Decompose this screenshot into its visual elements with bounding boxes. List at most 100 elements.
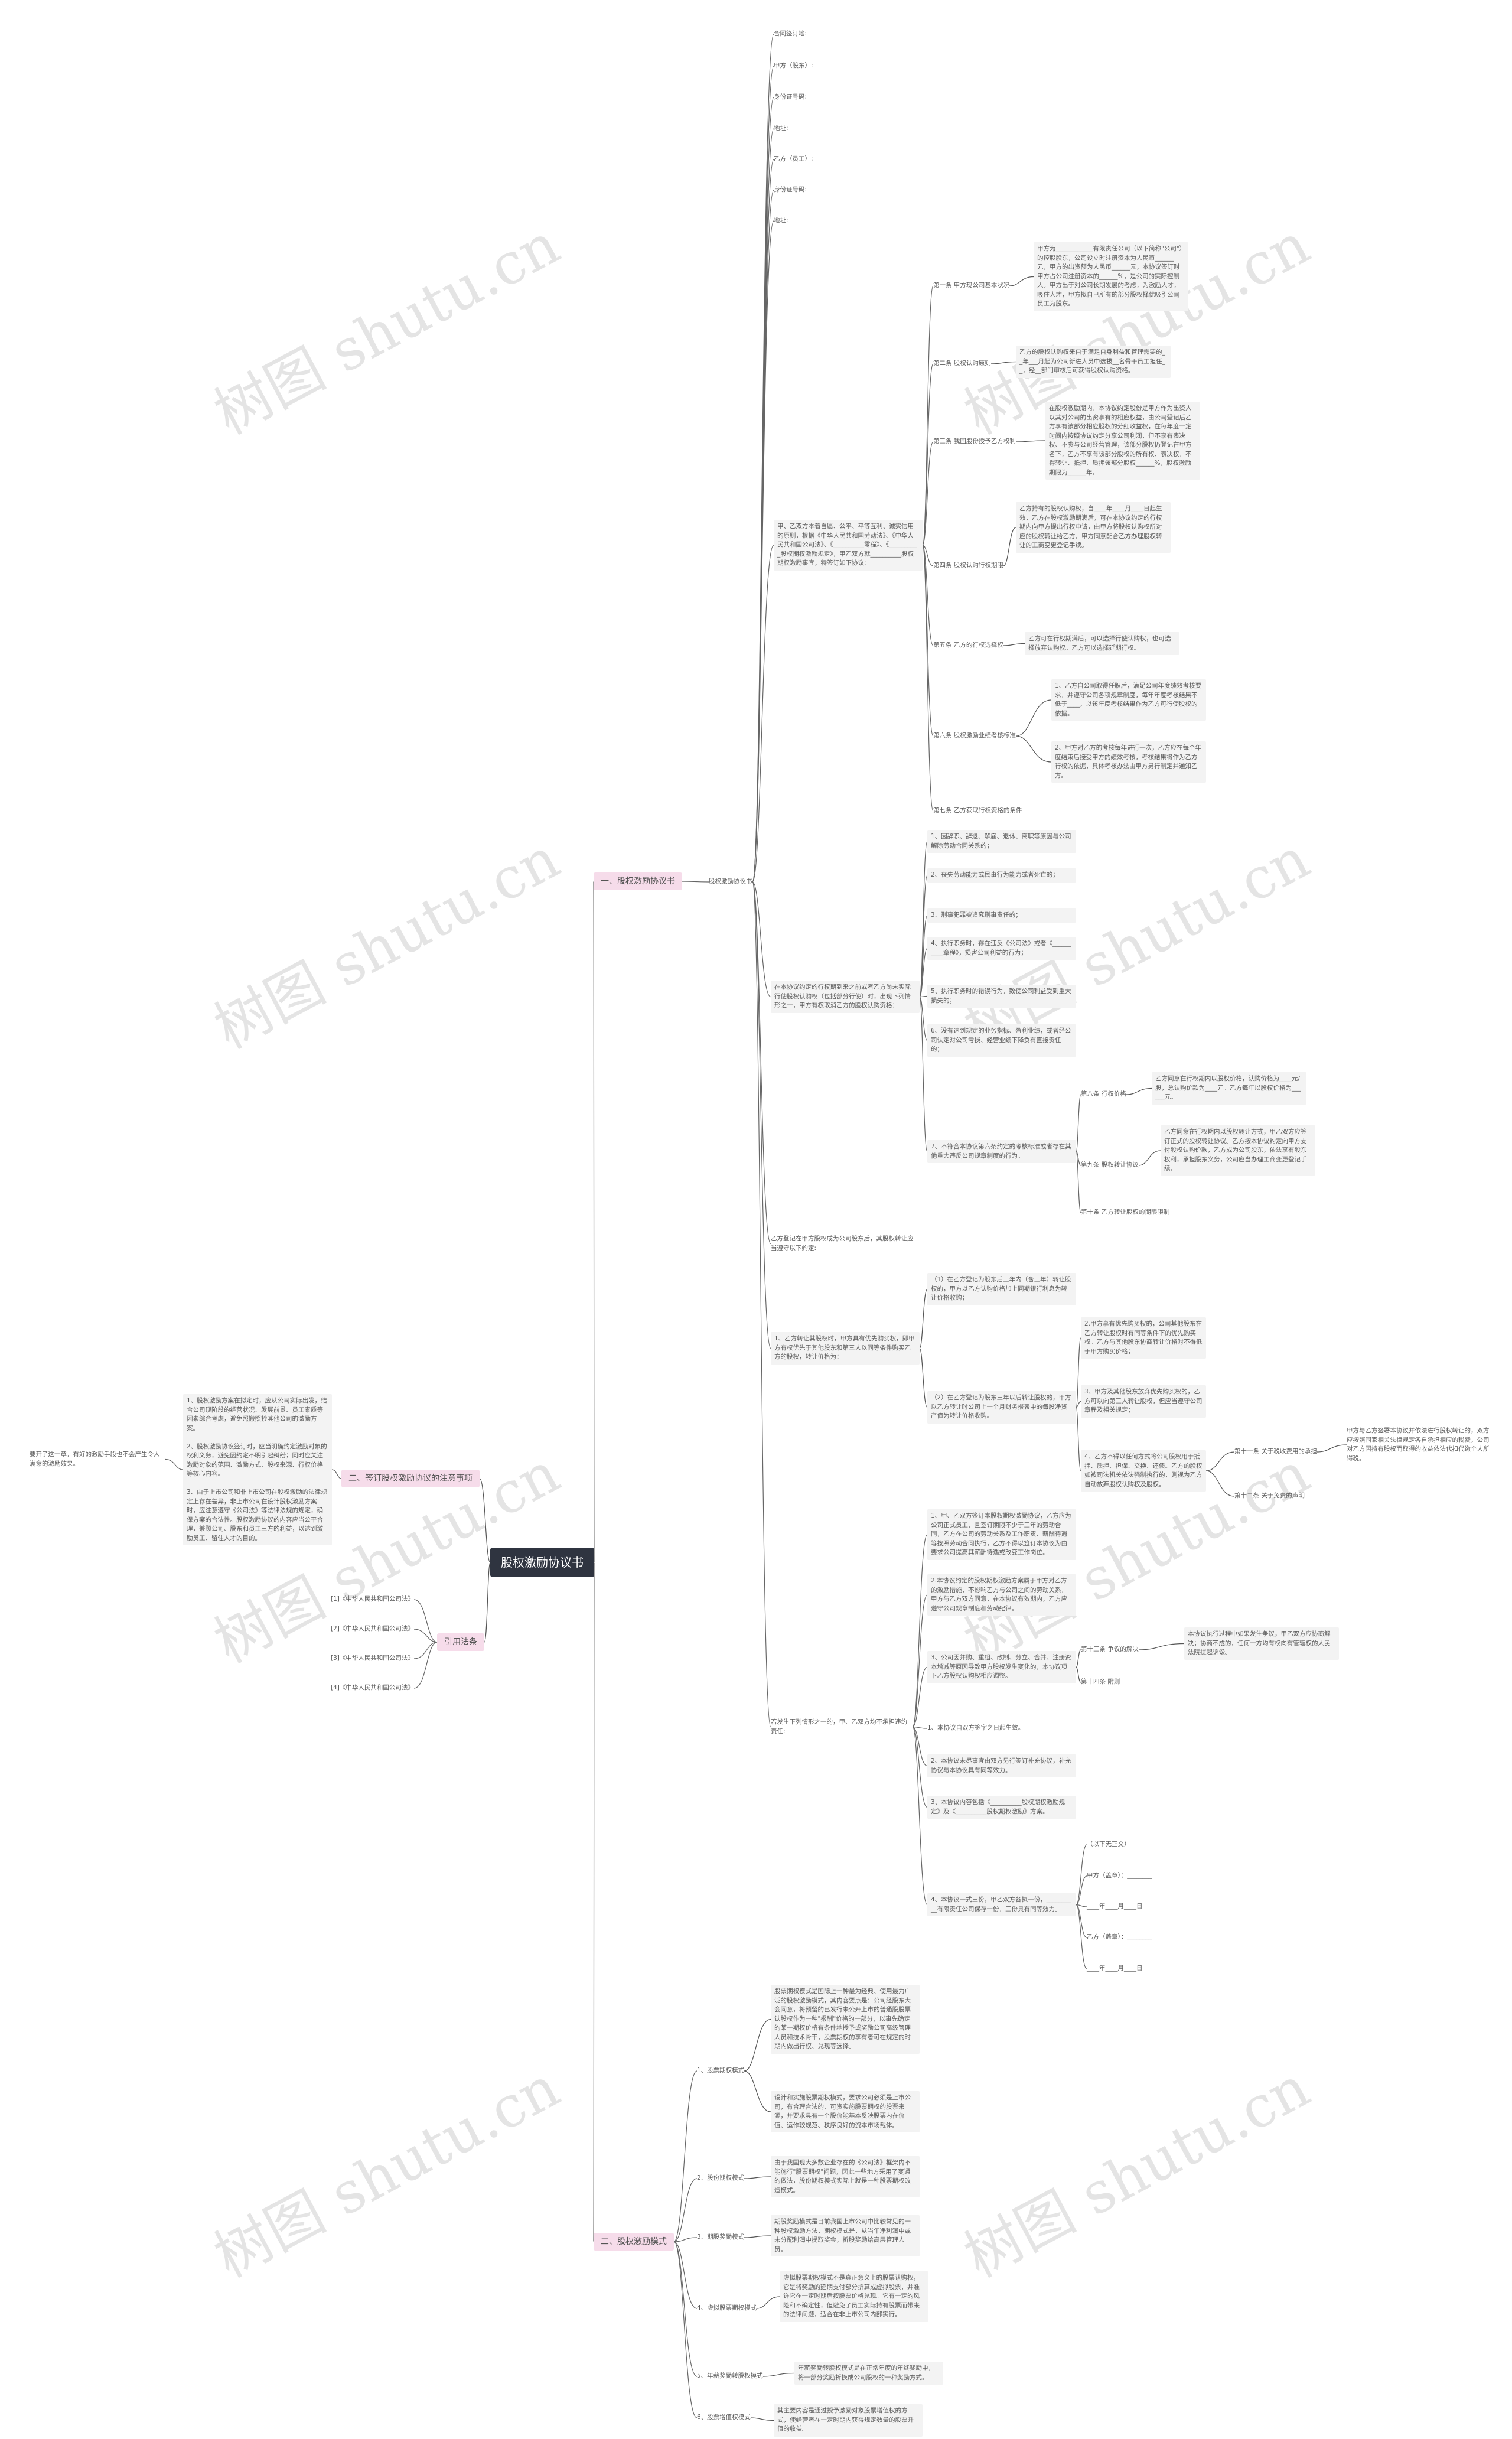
connector-line bbox=[1076, 1904, 1087, 1907]
article-item: 1、乙方自公司取得任职后，满足公司年度绩效考核要求，并遵守公司各项规章制度，每年… bbox=[1051, 679, 1206, 721]
connector-line bbox=[1138, 1150, 1161, 1166]
connector-line bbox=[413, 1599, 438, 1643]
connector-line bbox=[1205, 1451, 1235, 1471]
connector-line bbox=[1076, 1649, 1081, 1668]
connector-line bbox=[673, 2241, 698, 2418]
connector-line bbox=[919, 1288, 928, 1349]
conditions-intro: 在本协议约定的行权期到来之前或者乙方尚未实际行使股权认购权（包括部分行使）时，出… bbox=[771, 981, 920, 1013]
condition-item: 5、执行职务时的错误行为，致使公司利益受到重大损失的； bbox=[927, 985, 1076, 1008]
article-item: 2、甲方对乙方的考核每年进行一次，乙方应在每个年度结束后接受甲方的绩效考核，考核… bbox=[1051, 741, 1206, 783]
mode-text: 年薪奖励转股权模式是在正常年度的年终奖励中，将一部分奖励折换成公司股权的一种奖励… bbox=[794, 2362, 943, 2385]
connector-line bbox=[1317, 1444, 1347, 1453]
mode-title[interactable]: 6、股票增值权模式 bbox=[697, 2414, 751, 2421]
connector-line bbox=[762, 2372, 795, 2377]
connector-line bbox=[752, 881, 771, 1728]
article-title[interactable]: 第十条 乙方转让股权的期限限制 bbox=[1081, 1209, 1170, 1216]
connector-line bbox=[1138, 1643, 1185, 1650]
connector-line bbox=[1076, 1337, 1081, 1408]
connector-line bbox=[1003, 643, 1025, 646]
connector-line bbox=[1076, 1904, 1087, 1969]
connector-line bbox=[912, 1726, 928, 1906]
connector-line bbox=[912, 1666, 928, 1728]
connector-line bbox=[1076, 1904, 1087, 1938]
article-title[interactable]: 第四条 股权认购行权期限 bbox=[933, 562, 1003, 569]
article-title[interactable]: 第二条 股权认购原则 bbox=[933, 360, 991, 367]
mode-text: 由于我国现大多数企业存在的《公司法》框架内不能施行"股票期权"问题，因此一些地方… bbox=[771, 2156, 920, 2197]
connector-line bbox=[922, 285, 934, 546]
dispute-item: 3、本协议内容包括《__________股权期权激励规定》及《_________… bbox=[927, 1796, 1076, 1819]
article-title[interactable]: 第六条 股权激励业绩考核标准 bbox=[933, 732, 1016, 739]
agreement-node[interactable]: 股权激励协议书 bbox=[709, 878, 752, 885]
connector-line bbox=[922, 545, 934, 646]
dispute-item: 2.本协议约定的股权期权激励方案属于甲方对乙方的激励措施，不影响乙方与公司之间的… bbox=[927, 1574, 1076, 1616]
connector-line bbox=[1076, 1401, 1081, 1408]
connector-line bbox=[682, 881, 709, 883]
article-text: 甲方为____________有限责任公司（以下简称"公司"）的控股股东，公司设… bbox=[1034, 242, 1188, 311]
connector-line bbox=[919, 996, 928, 1041]
transfer-sub-item: 3、甲方及其他股东放弃优先购买权的，乙方可以向第三人转让股权，但应当遵守公司章程… bbox=[1081, 1385, 1206, 1418]
article-text: 本协议执行过程中如果发生争议，甲乙双方应协商解决；协商不成的，任何一方均有权向有… bbox=[1184, 1627, 1339, 1660]
connector-line bbox=[413, 1642, 438, 1689]
mode-text: 其主要内容是通过授予激励对象股票增值权的方式，使经营者在一定时期内获得规定数量的… bbox=[774, 2404, 923, 2437]
article-title[interactable]: 第九条 股权转让协议 bbox=[1081, 1161, 1139, 1168]
connector-line bbox=[912, 1726, 928, 1808]
connector-line bbox=[413, 1629, 438, 1643]
connector-line bbox=[413, 1642, 438, 1659]
header-field: 地址: bbox=[774, 125, 788, 132]
condition-item: 4、执行职务时，存在违反《公司法》或者《__________章程》，损害公司利益… bbox=[927, 937, 1076, 960]
section-notices[interactable]: 二、签订股权激励协议的注意事项 bbox=[341, 1470, 480, 1487]
header-field: 甲方（股东）: bbox=[774, 62, 813, 69]
article-title[interactable]: 第三条 我国股份授予乙方权利 bbox=[933, 438, 1016, 445]
article-title[interactable]: 第十一条 关于税收费用的承担 bbox=[1234, 1448, 1317, 1455]
mode-text: 设计和实施股票期权模式，要求公司必须是上市公司，有合理合法的、可资实施股票期权的… bbox=[771, 2091, 920, 2132]
header-field: 乙方（员工）: bbox=[774, 155, 813, 162]
article-text: 乙方同意在行权期内以股权转让方式，甲乙双方应签订正式的股权转让协议。乙方按本协议… bbox=[1161, 1125, 1315, 1176]
connector-line bbox=[752, 220, 774, 883]
connector-line bbox=[752, 881, 771, 998]
connector-line bbox=[1076, 1844, 1087, 1906]
article-title[interactable]: 第八条 行权价格 bbox=[1081, 1090, 1126, 1098]
connector-line bbox=[922, 545, 934, 566]
connector-line bbox=[1076, 1666, 1081, 1683]
article-title[interactable]: 第十四条 附则 bbox=[1081, 1678, 1120, 1685]
connector-line bbox=[919, 996, 928, 1152]
section-modes[interactable]: 三、股权激励模式 bbox=[594, 2233, 674, 2251]
law-item: [2]《中华人民共和国公司法》 bbox=[331, 1625, 414, 1632]
connector-line bbox=[922, 545, 934, 812]
connector-line bbox=[673, 2070, 698, 2242]
article-title[interactable]: 第十二条 关于免责的声明 bbox=[1234, 1492, 1305, 1499]
mode-title[interactable]: 3、期股奖励模式 bbox=[697, 2233, 745, 2241]
connector-line bbox=[750, 2417, 774, 2421]
section-agreement[interactable]: 一、股权激励协议书 bbox=[594, 872, 682, 890]
dispute-item: 1、本协议自双方签字之日起生效。 bbox=[927, 1724, 1025, 1731]
dispute-item: 4、本协议一式三份，甲乙双方各执一份，__________有限责任公司保存一份，… bbox=[927, 1893, 1076, 1916]
connector-line bbox=[919, 947, 928, 998]
article-title[interactable]: 第一条 甲方现公司基本状况 bbox=[933, 282, 1010, 289]
transfer-item: （2）在乙方登记为股东三年以后转让股权的，甲方以乙方转让时公司上一个月财务报表中… bbox=[927, 1391, 1076, 1424]
root-topic[interactable]: 股权激励协议书 bbox=[490, 1548, 594, 1577]
dispute-item: 3、公司因并购、重组、改制、分立、合并、注册资本增减等原因导致甲方股权发生变化的… bbox=[927, 1651, 1076, 1683]
signature-line: ____年____月____日 bbox=[1087, 1903, 1143, 1910]
connector-line bbox=[1205, 1470, 1235, 1497]
connector-line bbox=[1076, 1406, 1081, 1471]
article-title[interactable]: 第七条 乙方获取行权资格的条件 bbox=[933, 807, 1022, 814]
shareholder-note: 乙方登记在甲方股权成为公司股东后，其股权转让应当遵守以下约定: bbox=[771, 1235, 914, 1252]
section-laws[interactable]: 引用法条 bbox=[437, 1633, 484, 1651]
connector-line bbox=[1003, 527, 1016, 566]
mode-title[interactable]: 4、虚拟股票期权模式 bbox=[697, 2304, 757, 2311]
connector-line bbox=[673, 2241, 698, 2309]
article-title[interactable]: 第十三条 争议的解决 bbox=[1081, 1646, 1139, 1653]
article-title[interactable]: 第五条 乙方的行权选择权 bbox=[933, 642, 1003, 649]
connector-line bbox=[912, 1594, 928, 1728]
mode-title[interactable]: 2、股份期权模式 bbox=[697, 2174, 745, 2181]
header-field: 身份证号码: bbox=[774, 186, 807, 193]
mode-title[interactable]: 1、股票期权模式 bbox=[697, 2067, 745, 2074]
transfer-sub-item: 2.甲方享有优先购买权的，公司其他股东在乙方转让股权时有同等条件下的优先购买权。… bbox=[1081, 1317, 1206, 1359]
article-text: 乙方持有的股权认购权，自____年____月____日起生效，乙方在股权激励期满… bbox=[1016, 502, 1171, 553]
article-text: 甲方与乙方签署本协议并依法进行股权转让的，双方应按照国家相关法律规定各自承担相应… bbox=[1347, 1427, 1490, 1462]
dispute-item: 1、甲、乙双方签订本股权期权激励协议，乙方应为公司正式员工，且签订期限不少于三年… bbox=[927, 1509, 1076, 1560]
connector-line bbox=[744, 2235, 771, 2238]
mode-title[interactable]: 5、年薪奖励转股权模式 bbox=[697, 2372, 763, 2379]
connector-line bbox=[1015, 735, 1052, 763]
